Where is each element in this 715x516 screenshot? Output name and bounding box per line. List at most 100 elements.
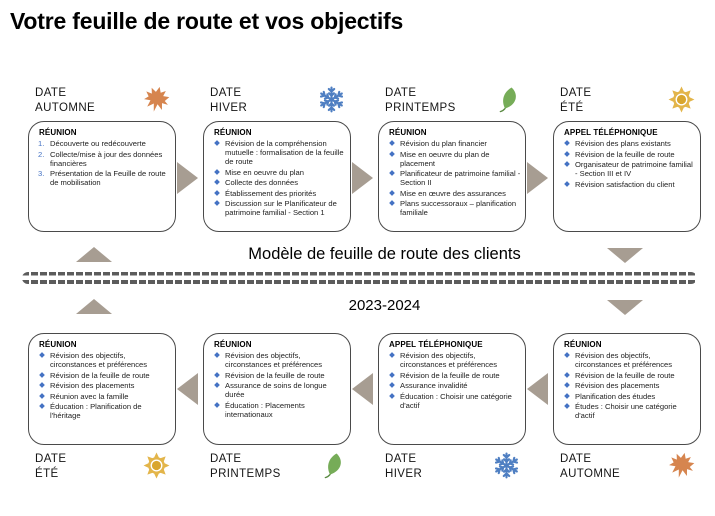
list-item-text: Révision de la compréhension mutuelle : … — [225, 139, 344, 166]
top-column-hiver: DATE HIVER RÉUNION Révision de la compré… — [203, 0, 351, 516]
diamond-bullet-icon — [389, 382, 395, 388]
diamond-bullet-icon — [39, 371, 45, 378]
season-name: ÉTÉ — [560, 101, 584, 114]
list-item: 2. Collecte/mise à jour des données finan… — [37, 150, 171, 168]
chain-divider — [22, 272, 697, 284]
list-item: Révision des placements — [37, 381, 171, 390]
list-item-text: Mise en oeuvre du plan de placement — [400, 149, 490, 168]
item-number: 1. — [38, 139, 45, 148]
season-label: DATE AUTOMNE — [560, 452, 620, 482]
list-item-text: Révision des objectifs, circonstances et… — [50, 351, 148, 369]
snowflake-icon — [319, 86, 344, 113]
diamond-bullet-icon — [39, 352, 45, 358]
list-item-text: Révision des plans existants — [575, 139, 671, 148]
list-item: Révision de la compréhension mutuelle : … — [212, 139, 346, 166]
flow-arrow-right-icon — [527, 162, 548, 194]
list-item: 1.Découverte ou redécouverte — [37, 139, 171, 148]
list-item-text: Organisateur de patrimoine familial - Se… — [575, 160, 693, 178]
season-header: DATE AUTOMNE — [553, 452, 701, 482]
bottom-column-hiver: APPEL TÉLÉPHONIQUE Révision des objectif… — [378, 0, 526, 516]
sun-icon — [143, 452, 170, 479]
season-name: PRINTEMPS — [210, 467, 281, 480]
season-label: DATE HIVER — [385, 452, 422, 482]
list-item: Révision de la feuille de route — [562, 150, 696, 159]
card-item-list: Révision des objectifs, circonstances et… — [387, 351, 521, 410]
diamond-bullet-icon — [564, 352, 570, 358]
card-title: APPEL TÉLÉPHONIQUE — [389, 340, 483, 349]
season-name: ÉTÉ — [35, 467, 59, 480]
list-item: Éducation : Placements internationaux — [212, 401, 346, 419]
list-item-text: Assurance invalidité — [400, 381, 468, 390]
top-column-automne: DATE AUTOMNE RÉUNION 1.Découverte ou red… — [28, 0, 176, 516]
card-item-list: Révision des objectifs, circonstances et… — [212, 351, 346, 419]
card-item-list: 1.Découverte ou redécouverte 2. Collecte/… — [37, 139, 171, 187]
card-item-list: Révision des plans existants Révision de… — [562, 139, 696, 189]
list-item: Organisateur de patrimoine familial - Se… — [562, 160, 696, 178]
meeting-card: RÉUNION Révision des objectifs, circonst… — [553, 333, 701, 445]
flow-arrow-right-icon — [177, 162, 198, 194]
page-title: Votre feuille de route et vos objectifs — [10, 8, 404, 34]
season-label: DATE ÉTÉ — [35, 452, 66, 482]
list-item-text: Révision de la feuille de route — [400, 370, 500, 380]
list-item-text: Révision de la feuille de route — [575, 149, 675, 159]
season-header: DATE HIVER — [378, 452, 526, 482]
season-header: DATE ÉTÉ — [28, 452, 176, 482]
list-item: Mise en oeuvre du plan de placement — [387, 150, 521, 168]
date-label: DATE — [560, 453, 592, 465]
list-item: Révision du plan financier — [387, 139, 521, 148]
triangle-up-icon — [76, 299, 112, 314]
list-item: Plans successoraux – planification famil… — [387, 199, 521, 217]
flow-arrow-left-icon — [527, 373, 548, 405]
list-item-text: Collecte/mise à jour des données financi… — [50, 149, 163, 168]
list-item-text: Éducation : Choisir une catégorie d'acti… — [400, 391, 512, 410]
season-header: DATE PRINTEMPS — [203, 452, 351, 482]
list-item-text: Mise en oeuvre du plan — [225, 167, 304, 177]
diamond-bullet-icon — [389, 392, 395, 399]
list-item: Révision des objectifs, circonstances et… — [387, 351, 521, 369]
list-item: Révision des objectifs, circonstances et… — [212, 351, 346, 369]
date-label: DATE — [35, 453, 67, 465]
list-item-text: Révision de la feuille de route — [575, 370, 675, 380]
list-item: Planification des études — [562, 392, 696, 401]
season-name: PRINTEMPS — [385, 101, 456, 114]
diamond-bullet-icon — [214, 352, 220, 358]
list-item-text: Plans successoraux – planification famil… — [400, 199, 517, 217]
list-item: Révision satisfaction du client — [562, 180, 696, 189]
season-header: DATE PRINTEMPS — [378, 86, 526, 116]
top-column-printemps: DATE PRINTEMPS RÉUNION Révision du plan … — [378, 0, 526, 516]
list-item: Établissement des priorités — [212, 189, 346, 198]
list-item: Collecte des données — [212, 178, 346, 187]
item-number: 2. — [38, 149, 45, 159]
season-header: DATE ÉTÉ — [553, 86, 701, 116]
list-item-text: Révision de la feuille de route — [225, 370, 325, 380]
list-item: Études : Choisir une catégorie d'actif — [562, 402, 696, 420]
date-label: DATE — [35, 87, 67, 99]
card-item-list: Révision des objectifs, circonstances et… — [562, 351, 696, 420]
list-item: Révision de la feuille de route — [387, 371, 521, 380]
diamond-bullet-icon — [564, 403, 570, 409]
flow-arrow-left-icon — [177, 373, 198, 405]
season-name: AUTOMNE — [35, 101, 96, 114]
list-item: Révision des objectifs, circonstances et… — [37, 351, 171, 369]
list-item: Mise en oeuvre du plan — [212, 168, 346, 177]
diamond-bullet-icon — [39, 382, 45, 388]
list-item: Révision de la feuille de route — [562, 371, 696, 380]
date-label: DATE — [385, 87, 417, 99]
card-item-list: Révision des objectifs, circonstances et… — [37, 351, 171, 420]
list-item-text: Révision des objectifs, circonstances et… — [575, 351, 673, 369]
card-title: RÉUNION — [39, 340, 77, 349]
meeting-card: RÉUNION Révision de la compréhension mut… — [203, 121, 351, 232]
meeting-card: RÉUNION Révision du plan financier Mise … — [378, 121, 526, 232]
season-name: HIVER — [385, 467, 423, 480]
list-item: 3.Présentation de la Feuille de route de… — [37, 169, 171, 187]
card-title: RÉUNION — [214, 128, 252, 137]
card-item-list: Révision de la compréhension mutuelle : … — [212, 139, 346, 217]
list-item: Révision de la feuille de route — [212, 371, 346, 380]
season-name: AUTOMNE — [560, 467, 621, 480]
list-item-text: Discussion sur le Planificateur de patri… — [225, 199, 337, 217]
triangle-down-icon — [607, 248, 643, 263]
diamond-bullet-icon — [564, 392, 570, 399]
list-item-text: Planification des études — [575, 391, 656, 401]
date-label: DATE — [385, 453, 417, 465]
diamond-bullet-icon — [564, 371, 570, 378]
